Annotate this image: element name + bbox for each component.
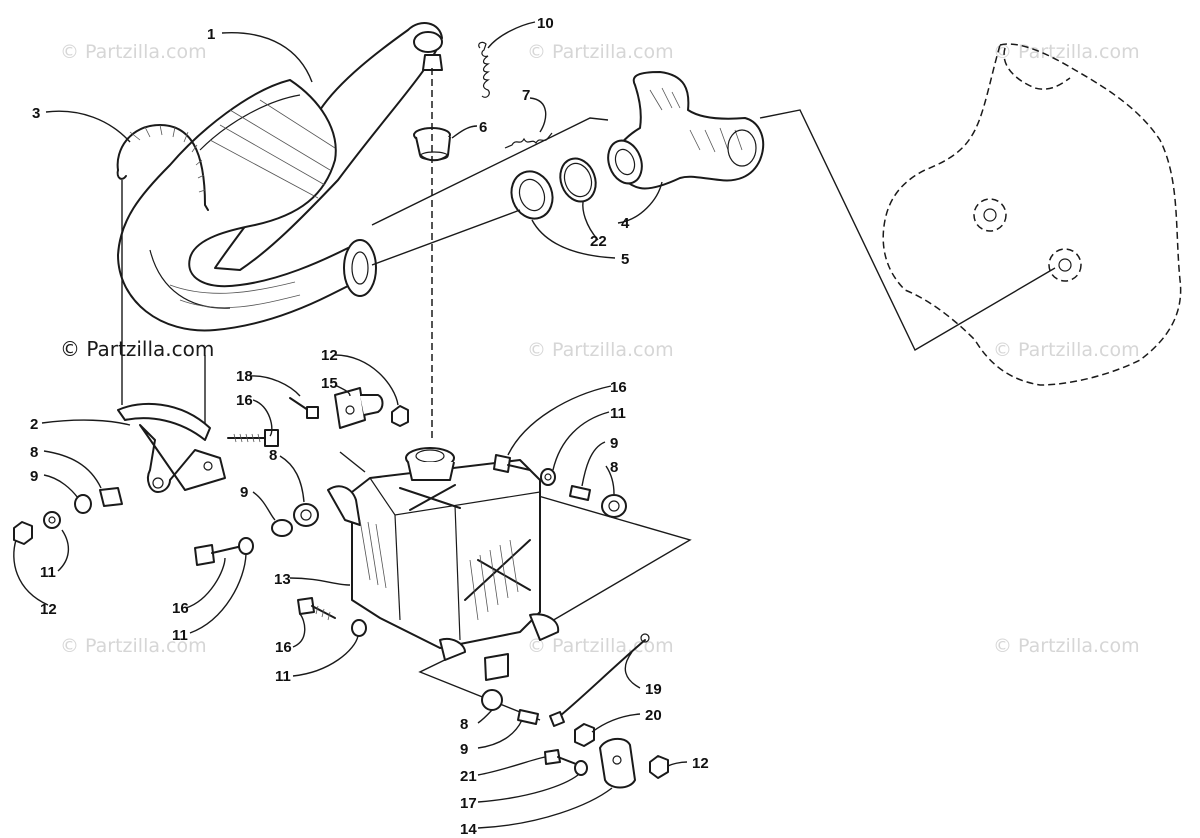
- callout-9d: 9: [460, 741, 468, 758]
- callout-8c: 8: [610, 459, 618, 476]
- watermark-top-center: © Partzilla.com: [527, 41, 674, 63]
- callout-18: 18: [236, 368, 253, 385]
- callout-14: 14: [460, 821, 477, 838]
- callout-20: 20: [645, 707, 662, 724]
- watermark-bottom-left: © Partzilla.com: [60, 635, 207, 657]
- callout-11d: 11: [610, 405, 626, 422]
- callout-16c: 16: [275, 639, 292, 656]
- callout-8b: 8: [269, 447, 277, 464]
- callout-9a: 9: [30, 468, 38, 485]
- callout-21: 21: [460, 768, 477, 785]
- bolt-assembly-left-drawing: [194, 503, 319, 566]
- callout-16a: 16: [236, 392, 253, 409]
- callout-12c: 12: [692, 755, 709, 772]
- callout-17: 17: [460, 795, 477, 812]
- watermark-mid-left: © Partzilla.com: [60, 337, 214, 361]
- callout-7: 7: [522, 87, 530, 104]
- callout-8d: 8: [460, 716, 468, 733]
- watermarks: © Partzilla.com © Partzilla.com © Partzi…: [60, 41, 1140, 657]
- bolt-assembly-lower-drawing: [297, 597, 367, 637]
- callout-6: 6: [479, 119, 487, 136]
- callout-9c: 9: [610, 435, 618, 452]
- callout-10: 10: [537, 15, 554, 32]
- callout-11a: 11: [40, 564, 56, 581]
- callout-11c: 11: [275, 668, 291, 685]
- watermark-mid-center: © Partzilla.com: [527, 339, 674, 361]
- callout-2: 2: [30, 416, 38, 433]
- bottom-hardware-drawing: [481, 633, 669, 789]
- grommet-6-drawing: [413, 127, 451, 162]
- callout-22: 22: [590, 233, 607, 250]
- callout-labels: 1 3 10 7 6 4 22 5 2 8 9 11 12 18 16 12 1…: [30, 15, 709, 838]
- leader-lines: [13, 21, 688, 829]
- bolt-assembly-right-drawing: [493, 454, 627, 518]
- manifold-4-drawing: [607, 71, 765, 190]
- left-hardware-drawing: [13, 429, 279, 545]
- engine-outline-drawing: [882, 43, 1182, 386]
- watermark-top-left: © Partzilla.com: [60, 41, 207, 63]
- callout-15: 15: [321, 375, 338, 392]
- callout-8a: 8: [30, 444, 38, 461]
- callout-19: 19: [645, 681, 662, 698]
- callout-12a: 12: [40, 601, 57, 618]
- callout-13: 13: [274, 571, 291, 588]
- watermark-mid-right: © Partzilla.com: [993, 339, 1140, 361]
- callout-1: 1: [207, 26, 215, 43]
- watermark-bottom-right: © Partzilla.com: [993, 635, 1140, 657]
- bracket-2-drawing: [117, 402, 226, 493]
- watermark-top-right: © Partzilla.com: [993, 41, 1140, 63]
- watermark-bottom-center: © Partzilla.com: [527, 635, 674, 657]
- gaskets-drawing: [510, 157, 597, 220]
- muffler-drawing: [117, 22, 443, 332]
- callout-4: 4: [621, 215, 630, 232]
- callout-5: 5: [621, 251, 629, 268]
- callout-12b: 12: [321, 347, 338, 364]
- silencer-13-drawing: [327, 447, 560, 681]
- callout-16d: 16: [610, 379, 627, 396]
- callout-3: 3: [32, 105, 40, 122]
- bracket-15-drawing: [289, 387, 409, 429]
- callout-11b: 11: [172, 627, 188, 644]
- callout-16b: 16: [172, 600, 189, 617]
- callout-9b: 9: [240, 484, 248, 501]
- bracket-3-drawing: [116, 124, 209, 211]
